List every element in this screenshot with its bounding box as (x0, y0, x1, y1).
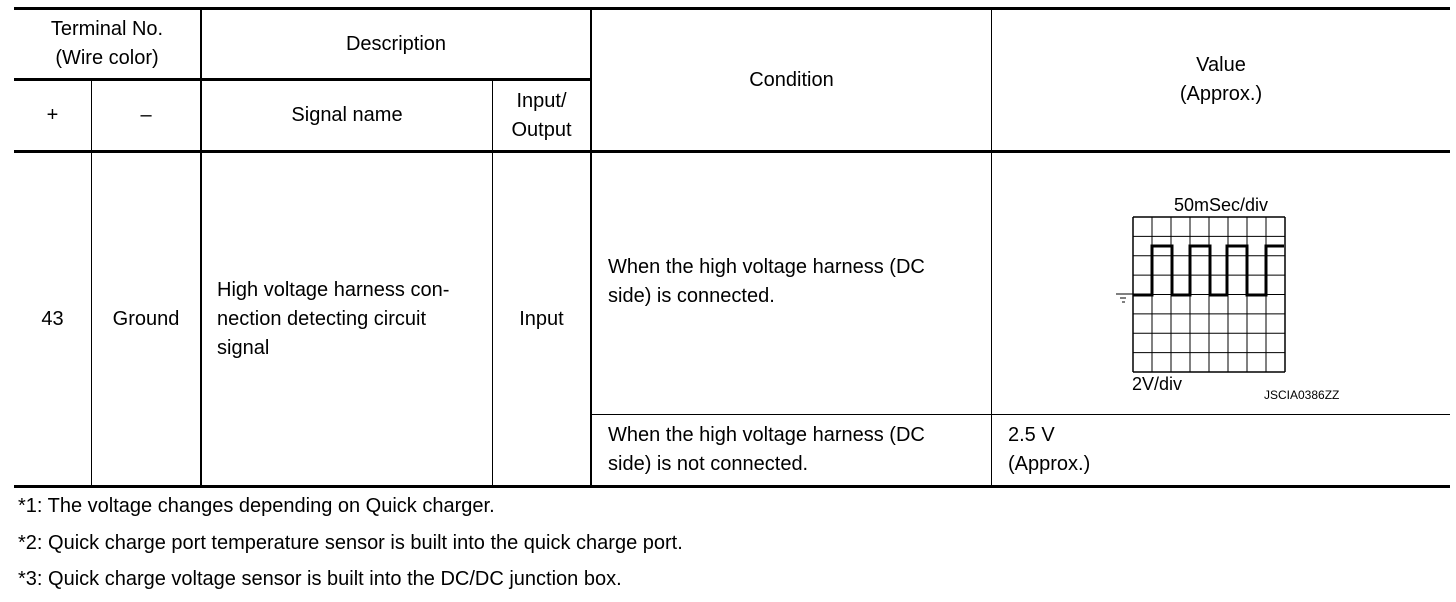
header-terminal-no: Terminal No. (Wire color) (14, 10, 200, 78)
time-div-label: 50mSec/div (1174, 195, 1268, 215)
header-minus-text: – (140, 104, 152, 126)
io-left-line (492, 79, 493, 487)
header-input-output: Input/ Output (493, 81, 590, 150)
condition-not-connected-text: When the high voltage harness (DC side) … (608, 424, 925, 475)
header-minus: – (92, 81, 200, 150)
volt-div-label: 2V/div (1132, 374, 1182, 394)
io-value: Input (519, 307, 564, 330)
table-top-rule (14, 7, 1450, 10)
header-plus: + (14, 81, 91, 150)
ground-symbol (1116, 293, 1133, 303)
header-signal-name: Signal name (202, 81, 492, 150)
header-value: Value (Approx.) (992, 10, 1450, 150)
square-wave-trace (1133, 244, 1284, 297)
condition-connected-text: When the high voltage harness (DC side) … (608, 256, 925, 307)
terminal-minus-value: Ground (112, 307, 180, 330)
terminal-minus-cell: Ground (92, 153, 200, 485)
header-condition-text: Condition (749, 68, 834, 91)
terminal-split-line (91, 79, 92, 487)
terminal-plus-value: 43 (41, 307, 64, 330)
value-not-connected-text: 2.5 V (Approx.) (1008, 424, 1091, 475)
header-signal-name-text: Signal name (291, 104, 403, 126)
footnote-2: *2: Quick charge port temperature sensor… (18, 532, 683, 554)
signal-name-cell: High voltage harness con- nection detect… (217, 153, 492, 485)
header-description-text: Description (345, 32, 447, 55)
header-terminal-no-text: Terminal No. (Wire color) (50, 18, 164, 69)
header-description: Description (202, 10, 590, 78)
header-value-text: Value (Approx.) (1179, 54, 1263, 105)
condition-left-line (590, 8, 592, 487)
header-input-output-text: Input/ Output (511, 89, 572, 141)
condition-not-connected-cell: When the high voltage harness (DC side) … (608, 415, 991, 485)
header-mid-rule (14, 78, 591, 81)
condition-connected-cell: When the high voltage harness (DC side) … (608, 153, 991, 440)
footnote-3: *3: Quick charge voltage sensor is built… (18, 568, 622, 590)
oscilloscope-waveform: 50mSec/div 2V/div JSCIA0386ZZ (1116, 195, 1339, 402)
table-bottom-rule (14, 485, 1450, 488)
header-bottom-rule (14, 150, 1450, 153)
figure-code: JSCIA0386ZZ (1264, 388, 1339, 402)
value-not-connected-cell: 2.5 V (Approx.) (1008, 415, 1450, 485)
signal-name-value: High voltage harness con- nection detect… (217, 278, 450, 359)
header-condition: Condition (592, 10, 991, 150)
terminal-plus-cell: 43 (14, 153, 91, 485)
condition-divider (591, 414, 1450, 415)
value-left-line (991, 8, 992, 487)
io-cell: Input (493, 153, 590, 485)
footnote-1: *1: The voltage changes depending on Qui… (18, 495, 495, 517)
header-plus-text: + (46, 104, 59, 126)
description-left-line (200, 8, 202, 487)
